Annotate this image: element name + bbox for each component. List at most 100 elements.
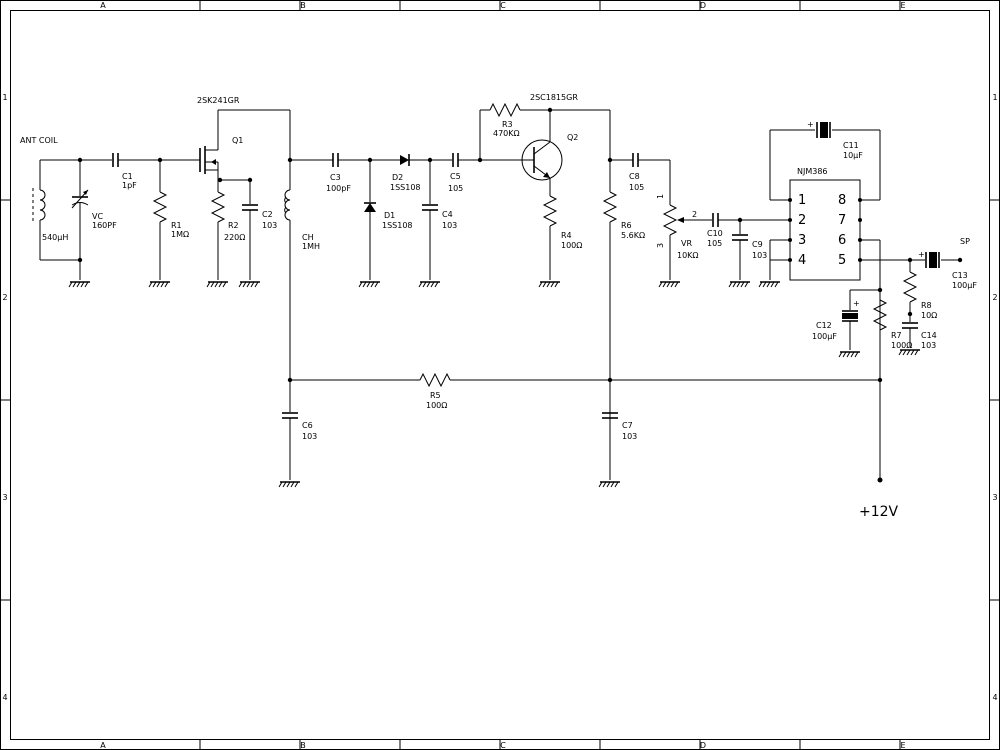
col-label-bottom-e: E [900, 741, 905, 750]
c11-value: 10μF [843, 151, 863, 160]
c10-value: 105 [707, 239, 722, 248]
col-label-top-c: C [500, 1, 506, 10]
r5-name: R5 [430, 391, 441, 400]
row-label-left-3: 3 [2, 493, 7, 502]
output-network: + C13 100μF SP R8 10Ω C14 103 [860, 237, 977, 356]
ic-pin-7: 7 [838, 213, 846, 228]
ic-pin-1: 1 [798, 193, 806, 208]
ant-inductor-value: 540μH [42, 233, 68, 242]
col-label-top-a: A [100, 1, 106, 10]
c13-name: C13 [952, 271, 968, 280]
q2-part-number: 2SC1815GR [530, 93, 578, 102]
c1-value: 1pF [122, 181, 137, 190]
row-label-left-1: 1 [2, 93, 7, 102]
c5-value: 105 [448, 184, 463, 193]
volume-stage: R6 5.6KΩ C8 105 1 2 3 VR 10KΩ [602, 153, 712, 480]
ic-njm386: NJM386 1 2 3 4 8 7 6 5 + C11 10μF [758, 120, 912, 483]
c9-name: C9 [752, 240, 763, 249]
r2-value: 220Ω [224, 233, 245, 242]
ic-pin-3: 3 [798, 233, 806, 248]
col-label-bottom-b: B [300, 741, 306, 750]
r7-value: 100Ω [891, 341, 912, 350]
d2-value: 1SS108 [390, 183, 421, 192]
c8-value: 105 [629, 183, 644, 192]
vr-pin-2: 2 [692, 210, 697, 219]
q1-name: Q1 [232, 136, 243, 145]
vr-pin-3: 3 [656, 243, 665, 248]
row-label-right-2: 2 [992, 293, 997, 302]
supply-voltage-label: +12V [859, 504, 899, 520]
supply-rail: R5 100Ω C6 103 C7 103 +12V [278, 372, 899, 520]
d1-value: 1SS108 [382, 221, 413, 230]
c14-value: 103 [921, 341, 936, 350]
c13-plus: + [918, 250, 925, 259]
r4-value: 100Ω [561, 241, 582, 250]
q2-name: Q2 [567, 133, 578, 142]
c6-name: C6 [302, 421, 313, 430]
c1-name: C1 [122, 172, 133, 181]
col-label-top-b: B [300, 1, 306, 10]
ic-pin-8: 8 [838, 193, 846, 208]
c14-name: C14 [921, 331, 937, 340]
r4-name: R4 [561, 231, 572, 240]
c3-value: 100pF [326, 184, 351, 193]
ic-pin-2: 2 [798, 213, 806, 228]
vr-value: 10KΩ [677, 251, 699, 260]
vc-value: 160PF [92, 221, 117, 230]
choke-ch: CH 1MH [284, 110, 320, 412]
r7-name: R7 [891, 331, 902, 340]
q1-part-number: 2SK241GR [197, 96, 240, 105]
r6-value: 5.6KΩ [621, 231, 645, 240]
r3-value: 470KΩ [493, 129, 520, 138]
r8-name: R8 [921, 301, 932, 310]
c12-name: C12 [816, 321, 832, 330]
c7-value: 103 [622, 432, 637, 441]
r8-value: 10Ω [921, 311, 937, 320]
vr-pin-1: 1 [656, 194, 665, 199]
ic-pin-6: 6 [838, 233, 846, 248]
gate-input-network: C1 1pF R1 1MΩ [112, 153, 200, 288]
c11-name: C11 [843, 141, 859, 150]
c8-name: C8 [629, 172, 640, 181]
d2-name: D2 [392, 173, 403, 182]
q1-jfet: 2SK241GR Q1 R2 220Ω C2 103 [197, 96, 290, 288]
r6-name: R6 [621, 221, 632, 230]
q2-audio-amp: R3 470KΩ 2SC1815GR Q2 R4 100Ω [479, 93, 611, 288]
d1-name: D1 [384, 211, 395, 220]
ic-pin-5: 5 [838, 253, 846, 268]
amp-input-network: C10 105 C9 103 [707, 213, 790, 288]
col-label-bottom-a: A [100, 741, 106, 750]
ant-coil-label: ANT COIL [20, 136, 58, 145]
c6-value: 103 [302, 432, 317, 441]
detector-stage: C3 100pF D1 1SS108 D2 1SS108 C4 103 C5 1… [290, 153, 520, 288]
c11-plus: + [807, 120, 814, 129]
col-label-top-e: E [900, 1, 905, 10]
r5-value: 100Ω [426, 401, 447, 410]
row-label-right-1: 1 [992, 93, 997, 102]
r1-value: 1MΩ [171, 230, 189, 239]
r1-name: R1 [171, 221, 182, 230]
c3-name: C3 [330, 173, 341, 182]
c9-value: 103 [752, 251, 767, 260]
vc-name: VC [92, 212, 103, 221]
c10-name: C10 [707, 229, 723, 238]
row-label-left-4: 4 [2, 693, 7, 702]
vr-name: VR [681, 239, 692, 248]
c2-value: 103 [262, 221, 277, 230]
ch-name: CH [302, 233, 314, 242]
ic-pin-4: 4 [798, 253, 806, 268]
c12-value: 100μF [812, 332, 837, 341]
ic-part-number: NJM386 [797, 167, 828, 176]
c4-name: C4 [442, 210, 453, 219]
c4-value: 103 [442, 221, 457, 230]
c7-name: C7 [622, 421, 633, 430]
r3-name: R3 [502, 120, 513, 129]
antenna-tank-circuit: ANT COIL 540μH VC 160PF [20, 136, 117, 288]
c12-plus: + [853, 299, 860, 308]
c5-name: C5 [450, 172, 461, 181]
row-label-right-3: 3 [992, 493, 997, 502]
col-label-bottom-c: C [500, 741, 506, 750]
c2-name: C2 [262, 210, 273, 219]
